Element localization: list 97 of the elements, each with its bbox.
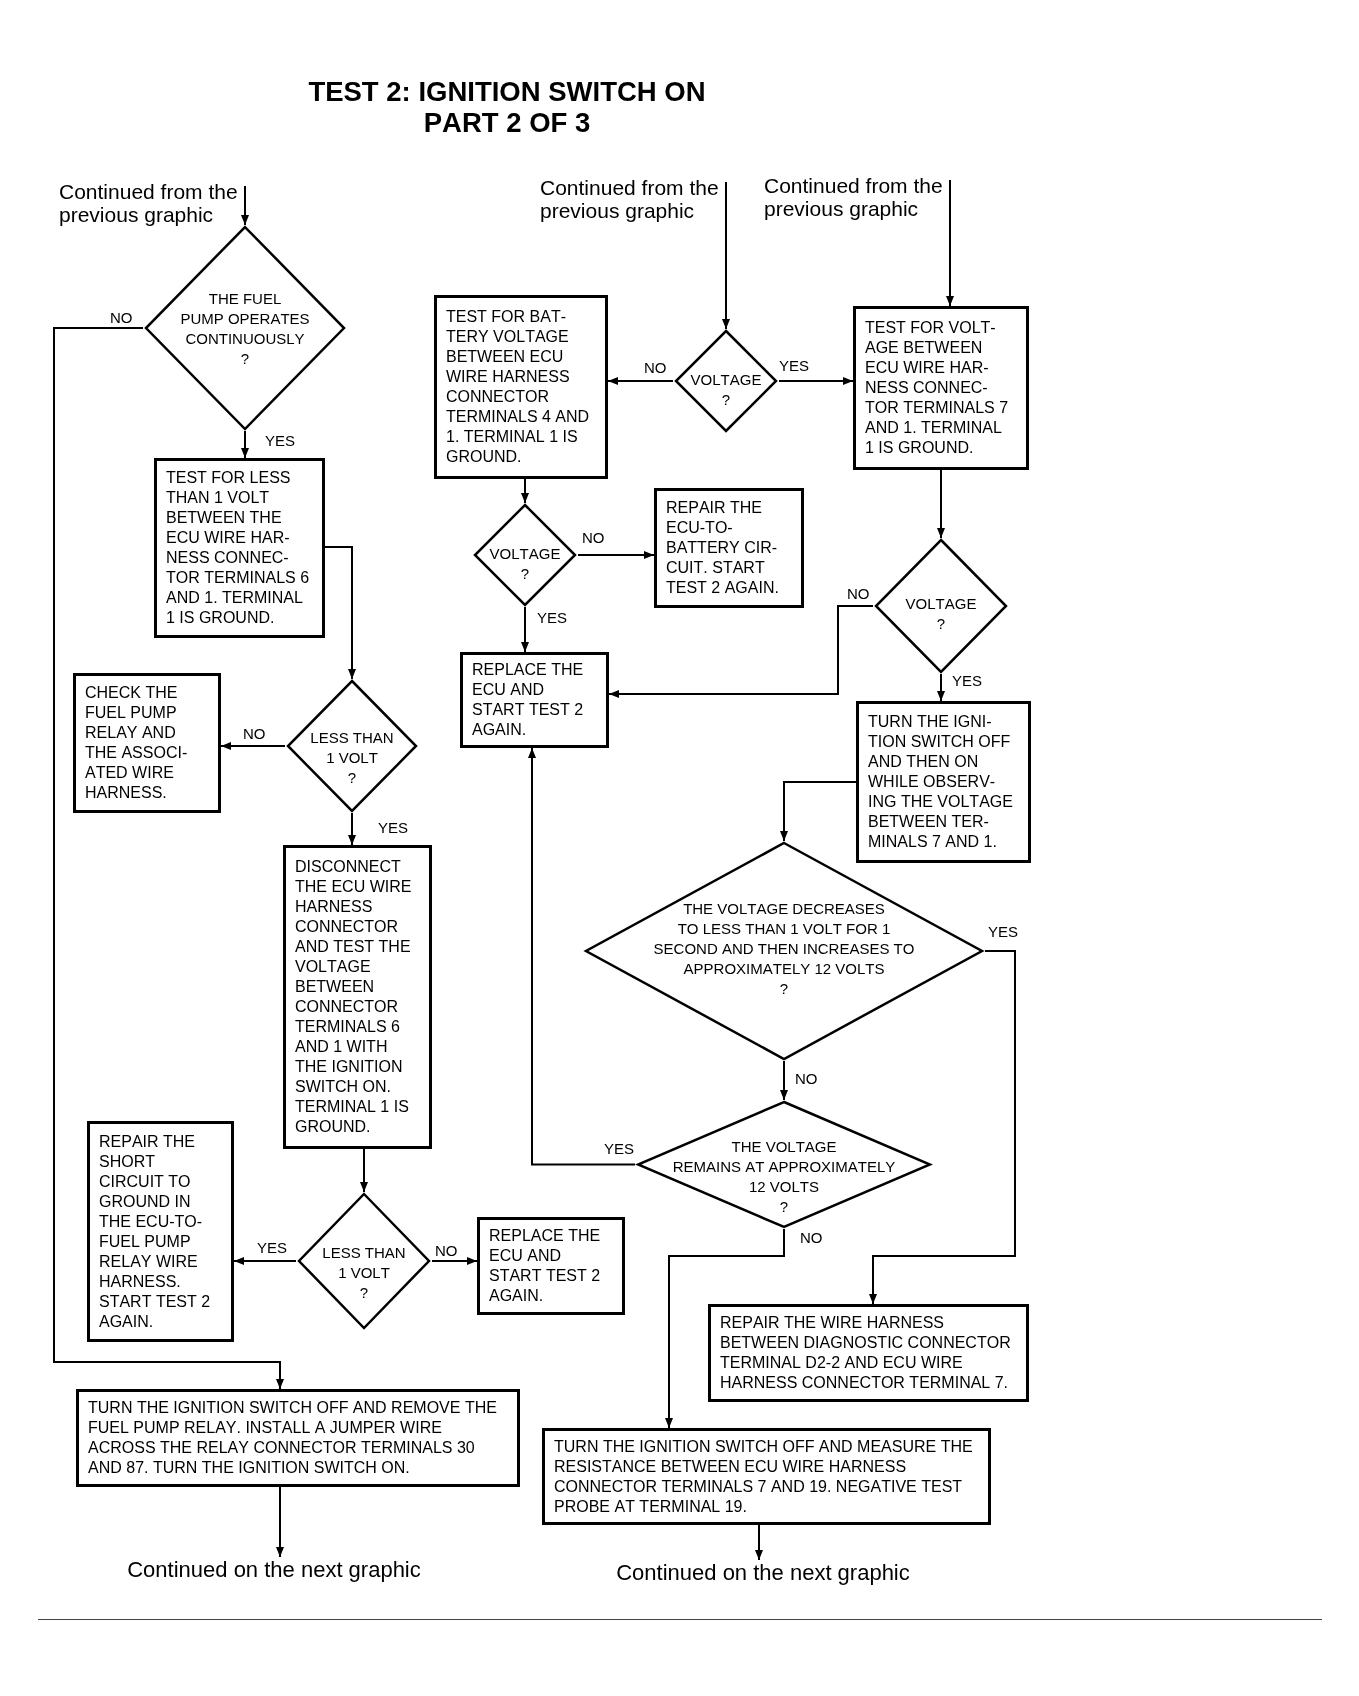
decision-diamond [143,225,347,431]
process-box [434,295,608,479]
process-box [76,1389,520,1487]
flow-arrow [607,377,674,385]
flow-arrow [722,181,730,330]
flow-arrow [241,430,249,459]
edge-label: NO [795,1071,818,1086]
flow-arrow [241,185,249,226]
step-text: TEST FOR VOLT- AGE BETWEEN ECU WIRE HAR- NESS CONNEC- TOR TERMINALS 7 AND 1. TERMINAL 1 IS GROUND. [865,318,1010,458]
question-mark: ? [779,980,789,997]
flow-arrow [53,327,284,1390]
edge-label: YES [257,1240,287,1255]
edge-label: YES [952,673,982,688]
flow-arrow [220,742,286,750]
edge-label: YES [604,1141,634,1156]
flow-arrow [946,179,954,307]
decision-diamond [296,1192,432,1330]
process-box [708,1304,1029,1402]
question-mark: ? [347,769,357,786]
question-mark: ? [520,565,530,582]
question-mark: ? [936,615,946,632]
continuation-note: Continued from the previous graphic [764,174,950,222]
flow-arrow [276,1486,284,1558]
question-text: THE VOLTAGE DECREASES TO LESS THAN 1 VOLT FOR 1 SECOND AND THEN INCREASES TO APPROXIMATELY 12 VOLTS [653,900,915,977]
edge-label: YES [378,820,408,835]
question-text: VOLTAGE [905,595,977,612]
continuation-note: Continued on the next graphic [615,1560,911,1588]
edge-label: YES [779,358,809,373]
flow-arrow [780,1060,788,1101]
decision-diamond [673,329,779,433]
step-text: TURN THE IGNITION SWITCH OFF AND REMOVE THE FUEL PUMP RELAY. INSTALL A JUMPER WIRE ACROSS THE RELAY CONNECTOR TERMINALS 30 AND 87. TURN THE IGNITION SWITCH ON. [88,1398,498,1478]
edge-label: NO [243,726,266,741]
flow-arrow [869,950,1016,1305]
process-box [853,306,1029,470]
flow-arrow [233,1257,297,1265]
question-text: VOLTAGE [690,371,762,388]
flow-arrow [665,1228,785,1429]
step-text: REPLACE THE ECU AND START TEST 2 AGAIN. [472,660,585,740]
edge-label: YES [537,610,567,625]
flow-arrow [521,478,529,504]
flow-arrow [937,469,945,539]
continuation-note: Continued on the next graphic [126,1557,422,1585]
question-text: VOLTAGE [489,545,561,562]
question-mark: ? [240,350,250,367]
flow-arrow [521,606,529,653]
edge-label: NO [847,586,870,601]
edge-label: YES [265,433,295,448]
flow-arrow [608,605,874,698]
step-text: REPLACE THE ECU AND START TEST 2 AGAIN. [489,1226,602,1306]
diagram-title: TEST 2: IGNITION SWITCH ON PART 2 OF 3 [307,76,707,138]
flow-arrow [755,1524,763,1561]
step-text: REPAIR THE SHORT CIRCUIT TO GROUND IN THE ECU-TO- FUEL PUMP RELAY WIRE HARNESS. START TEST 2 AGAIN. [99,1131,212,1332]
flow-arrow [360,1148,368,1193]
process-box [87,1121,234,1342]
continuation-note: Continued from the previous graphic [540,176,726,224]
flow-arrow [937,673,945,702]
decision-diamond [635,1100,933,1229]
step-text: TURN THE IGNI- TION SWITCH OFF AND THEN ON WHILE OBSERV- ING THE VOLTAGE BETWEEN TER- MINALS 7 AND 1. [868,712,1014,852]
edge-label: NO [435,1243,458,1258]
decision-diamond [285,679,419,813]
edge-label: NO [582,530,605,545]
flow-arrow [780,781,857,842]
flow-arrow [577,551,655,559]
edge-label: NO [800,1230,823,1245]
decision-diamond [472,503,578,607]
edge-label: NO [110,310,133,325]
flow-arrow [324,546,356,680]
process-box [477,1217,625,1315]
flow-arrow [528,747,636,1166]
edge-label: NO [644,360,667,375]
question-text: THE VOLTAGE REMAINS AT APPROXIMATELY 12 VOLTS [672,1137,896,1195]
step-text: REPAIR THE ECU-TO- BATTERY CIR- CUIT. START TEST 2 AGAIN. [666,498,780,598]
question-text: THE FUEL PUMP OPERATES CONTINUOUSLY [180,290,310,347]
process-box [654,488,804,608]
step-text: TURN THE IGNITION SWITCH OFF AND MEASURE THE RESISTANCE BETWEEN ECU WIRE HARNESS CONNECTOR TERMINALS 7 AND 19. NEGATIVE TEST PROBE AT TERMINAL 19. [554,1436,974,1517]
process-box [73,673,221,813]
step-text: TEST FOR BAT- TERY VOLTAGE BETWEEN ECU WIRE HARNESS CONNECTOR TERMINALS 4 AND 1. TERMINAL 1 IS GROUND. [446,307,591,467]
question-text: LESS THAN 1 VOLT [310,729,394,766]
edge-label: YES [988,924,1018,939]
flow-arrow [348,812,356,846]
process-box [460,652,609,748]
step-text: DISCONNECT THE ECU WIRE HARNESS CONNECTOR AND TEST THE VOLTAGE BETWEEN CONNECTOR TERMINALS 6 AND 1 WITH THE IGNITION SWITCH ON. TERMINAL 1 IS GROUND. [295,857,413,1137]
step-text: CHECK THE FUEL PUMP RELAY AND THE ASSOCI- ATED WIRE HARNESS. [85,683,189,803]
question-mark: ? [359,1284,369,1301]
flow-arrow [778,377,854,385]
question-mark: ? [721,391,731,408]
step-text: TEST FOR LESS THAN 1 VOLT BETWEEN THE ECU WIRE HAR- NESS CONNEC- TOR TERMINALS 6 AND 1. TERMINAL 1 IS GROUND. [166,468,311,628]
continuation-note: Continued from the previous graphic [59,180,245,228]
process-box [154,458,325,638]
process-box [856,701,1031,863]
step-text: REPAIR THE WIRE HARNESS BETWEEN DIAGNOSTIC CONNECTOR TERMINAL D2-2 AND ECU WIRE HARNESS CONNECTOR TERMINAL 7. [720,1313,1012,1393]
flow-arrow [431,1257,478,1265]
process-box [283,845,432,1149]
process-box [542,1428,991,1525]
decision-diamond [873,538,1009,674]
question-text: LESS THAN 1 VOLT [322,1244,406,1281]
question-mark: ? [779,1197,789,1215]
